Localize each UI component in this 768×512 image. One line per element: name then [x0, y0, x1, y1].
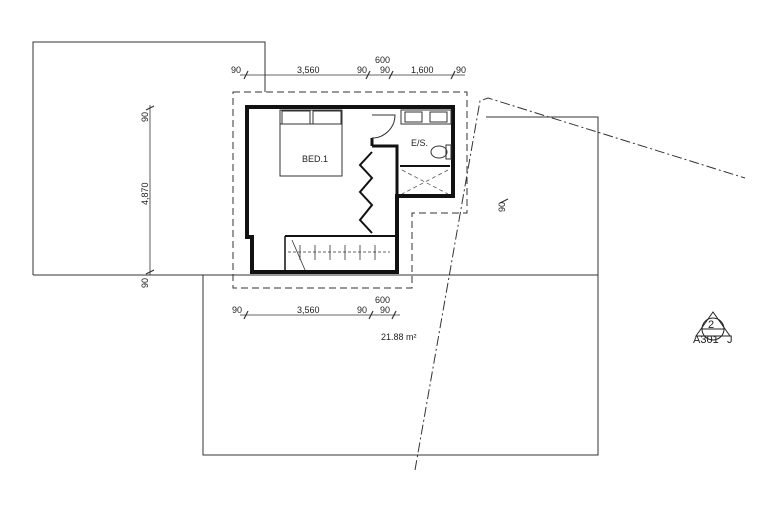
section-number: 2: [708, 319, 714, 331]
boundary-line: [414, 97, 746, 471]
right-dim: 90: [497, 202, 507, 212]
top-dim-2: 3,560: [297, 65, 320, 75]
dimension-lines: [145, 70, 509, 320]
room-label-ensuite: E/S.: [411, 138, 428, 148]
wardrobe-doors: [358, 151, 374, 234]
door-swing: [371, 114, 396, 139]
room-label-bed: BED.1: [302, 154, 328, 164]
bottom-dim-1: 90: [232, 305, 242, 315]
bottom-dim-3: 90: [357, 305, 367, 315]
top-dim-4: 600: [375, 55, 390, 65]
top-dim-3: 90: [357, 65, 367, 75]
left-dim-2: 4,870: [140, 182, 150, 205]
toilet-icon: [430, 144, 452, 160]
shower-icon: [401, 169, 449, 195]
top-dim-1: 90: [231, 65, 241, 75]
section-sheet: A301: [693, 334, 719, 346]
left-dim-1: 90: [140, 112, 150, 122]
left-dim-3: 90: [140, 278, 150, 288]
walls: [245, 105, 455, 274]
top-dim-7: 90: [456, 65, 466, 75]
section-suffix: J: [727, 334, 733, 346]
area-label: 21.88 m²: [381, 332, 417, 342]
roof-outline: [232, 91, 468, 289]
vanity-icon: [400, 109, 452, 125]
top-dim-5: 90: [380, 65, 390, 75]
bottom-dim-2: 3,560: [297, 305, 320, 315]
bottom-dim-4: 600: [375, 295, 390, 305]
top-dim-6: 1,600: [411, 65, 434, 75]
stairs: [288, 239, 390, 271]
bottom-dim-5: 90: [380, 305, 390, 315]
section-marker[interactable]: 2 A301 J: [693, 311, 733, 346]
section-arrow-icon: [695, 311, 731, 337]
lower-outline: [32, 41, 599, 456]
bed-icon: [279, 109, 343, 177]
